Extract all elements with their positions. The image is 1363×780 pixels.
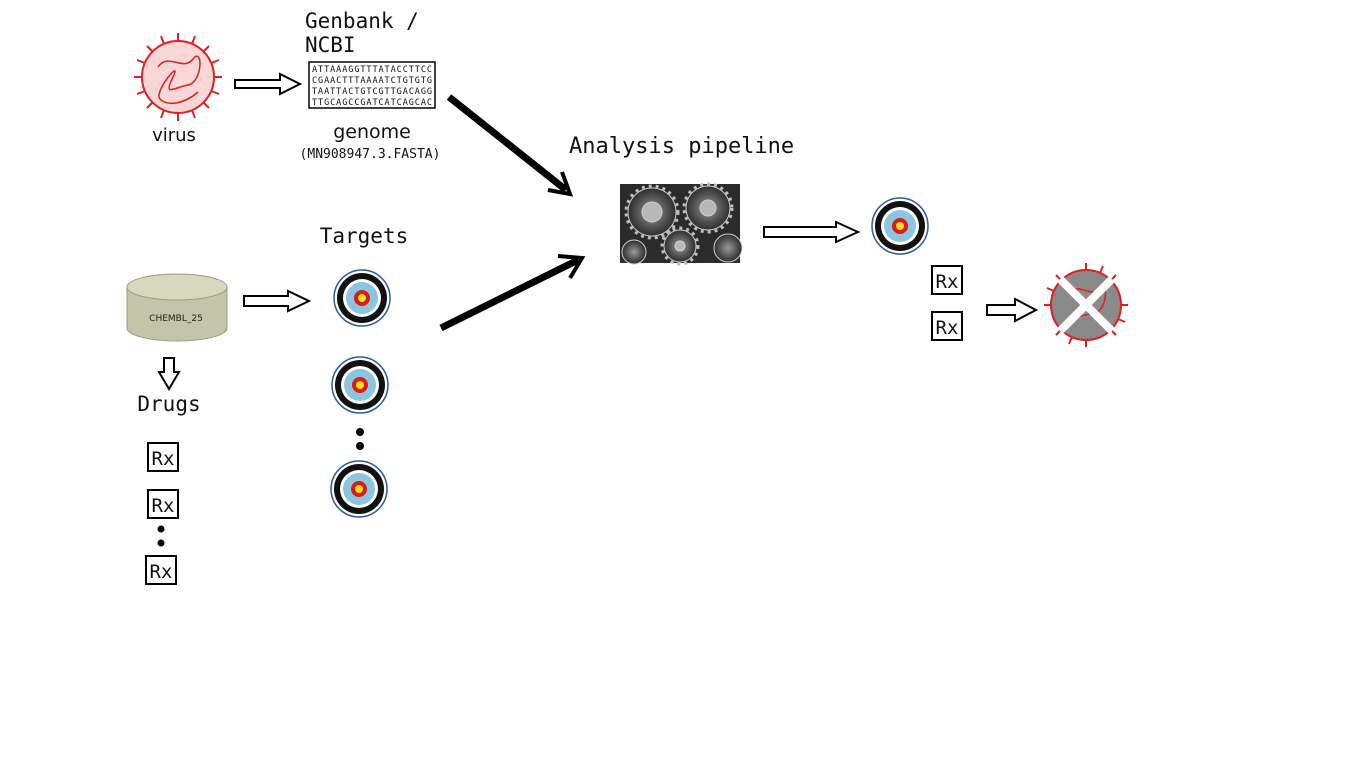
- result-rx-2: Rx: [931, 311, 963, 341]
- drug-ellipsis: [157, 525, 165, 547]
- sequence-line-3: TAATTACTGTCGTTGACAGG: [312, 87, 432, 97]
- drugs-label: Drugs: [137, 392, 200, 416]
- drug-rx-2: Rx: [147, 489, 179, 519]
- arrow-pipeline-to-result: [763, 220, 861, 244]
- drug-rx-3-label: Rx: [150, 561, 173, 583]
- crossed-out-virus-icon: [1044, 263, 1128, 347]
- genome-file-label: (MN908947.3.FASTA): [300, 147, 441, 162]
- target-ellipsis: [356, 428, 364, 450]
- arrow-rx-to-virus: [986, 297, 1039, 323]
- drug-rx-1-label: Rx: [152, 448, 175, 470]
- genbank-title-line2: NCBI: [305, 33, 356, 57]
- gears-icon: [620, 182, 743, 266]
- genbank-title-line1: Genbank /: [305, 9, 419, 33]
- arrow-genome-to-pipeline: [446, 94, 574, 197]
- genome-sequence-box: ATTAAAGGTTTATACCTTCC CGAACTTTAAAATCTGTGT…: [308, 61, 436, 109]
- target-icon-2: [331, 356, 389, 414]
- drug-rx-1: Rx: [147, 442, 179, 472]
- virus-label: virus: [152, 125, 196, 146]
- target-icon-1: [333, 269, 391, 327]
- arrow-targets-to-pipeline: [439, 254, 586, 332]
- targets-label: Targets: [320, 224, 409, 248]
- database-icon: [126, 273, 228, 342]
- virus-icon: [134, 33, 222, 121]
- sequence-line-4: TTGCAGCCGATCATCAGCAC: [312, 98, 432, 108]
- pipeline-label: Analysis pipeline: [569, 134, 794, 159]
- result-rx-2-label: Rx: [936, 317, 959, 339]
- result-rx-1-label: Rx: [936, 271, 959, 293]
- drug-rx-2-label: Rx: [152, 495, 175, 517]
- drug-rx-3: Rx: [145, 555, 177, 585]
- genome-label: genome: [333, 121, 411, 143]
- database-label: CHEMBL_25: [149, 314, 203, 324]
- result-rx-1: Rx: [931, 265, 963, 295]
- sequence-line-1: ATTAAAGGTTTATACCTTCC: [312, 65, 432, 75]
- target-icon-3: [330, 460, 388, 518]
- arrow-database-to-targets: [243, 289, 312, 313]
- arrow-database-to-drugs: [157, 357, 181, 391]
- sequence-line-2: CGAACTTTAAAATCTGTGTG: [312, 76, 432, 86]
- arrow-virus-to-genome: [234, 72, 303, 96]
- result-target-icon: [871, 197, 929, 255]
